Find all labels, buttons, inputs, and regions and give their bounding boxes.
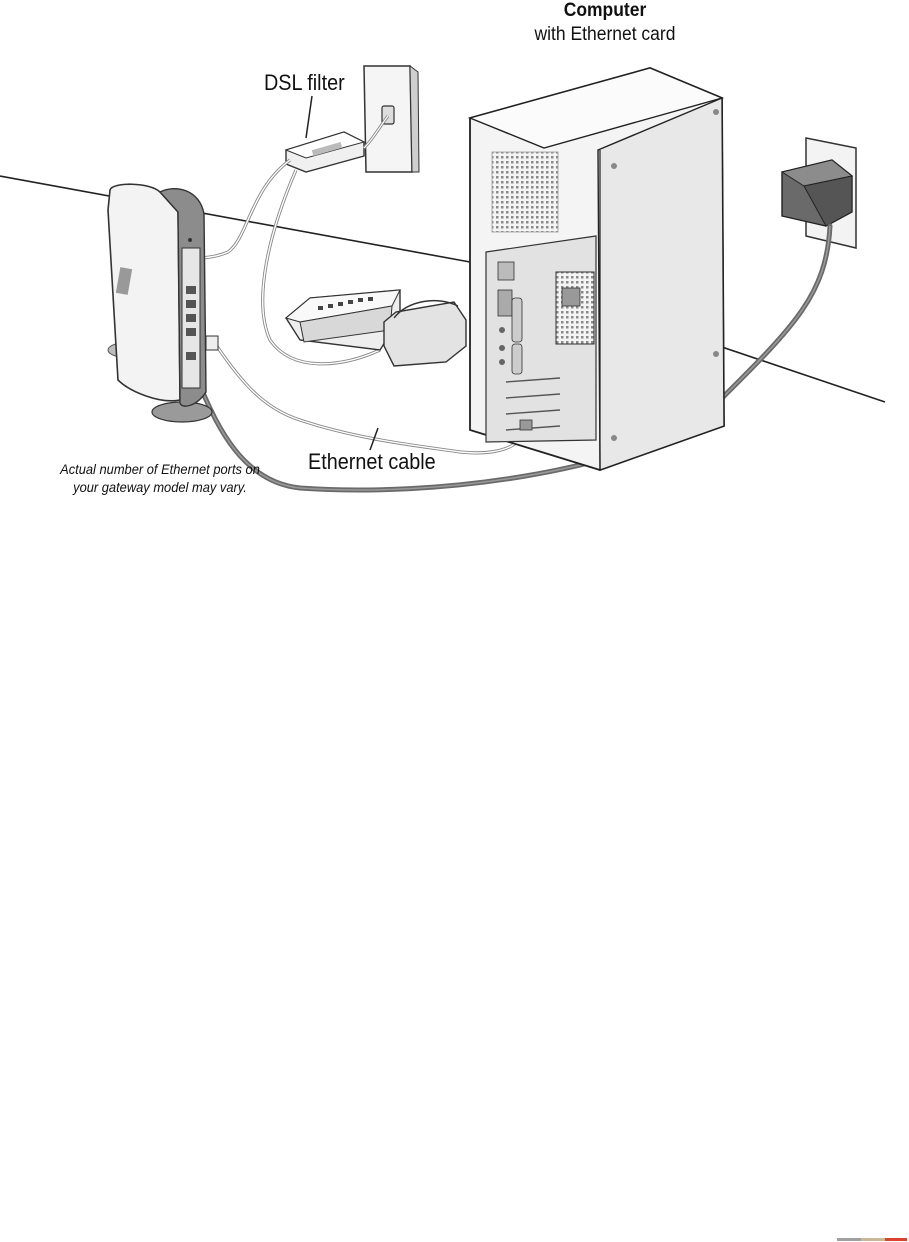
power-adapter-icon xyxy=(780,159,854,227)
ethernet-ports-note: Actual number of Ethernet ports on your … xyxy=(60,461,260,495)
footer-bar-gray xyxy=(837,1238,861,1241)
footer-bar-tan xyxy=(861,1238,885,1241)
wall-phone-jack-icon xyxy=(363,64,420,173)
computer-sublabel: with Ethernet card xyxy=(534,24,676,45)
dsl-gateway-icon xyxy=(107,183,219,423)
computer-label: Computer xyxy=(563,0,647,21)
telephone-icon xyxy=(284,289,467,367)
dsl-filter-label: DSL filter xyxy=(264,70,345,95)
dsl-filter-pointer xyxy=(305,95,313,139)
computer-tower-icon xyxy=(467,67,725,471)
phone-line-cable xyxy=(191,158,291,260)
dsl-connection-diagram xyxy=(0,64,886,493)
ethernet-cable-label: Ethernet cable xyxy=(308,449,436,474)
ethernet-cable-pointer xyxy=(369,427,379,451)
footer-bar-red xyxy=(885,1238,907,1241)
dsl-filter-icon xyxy=(284,131,366,173)
